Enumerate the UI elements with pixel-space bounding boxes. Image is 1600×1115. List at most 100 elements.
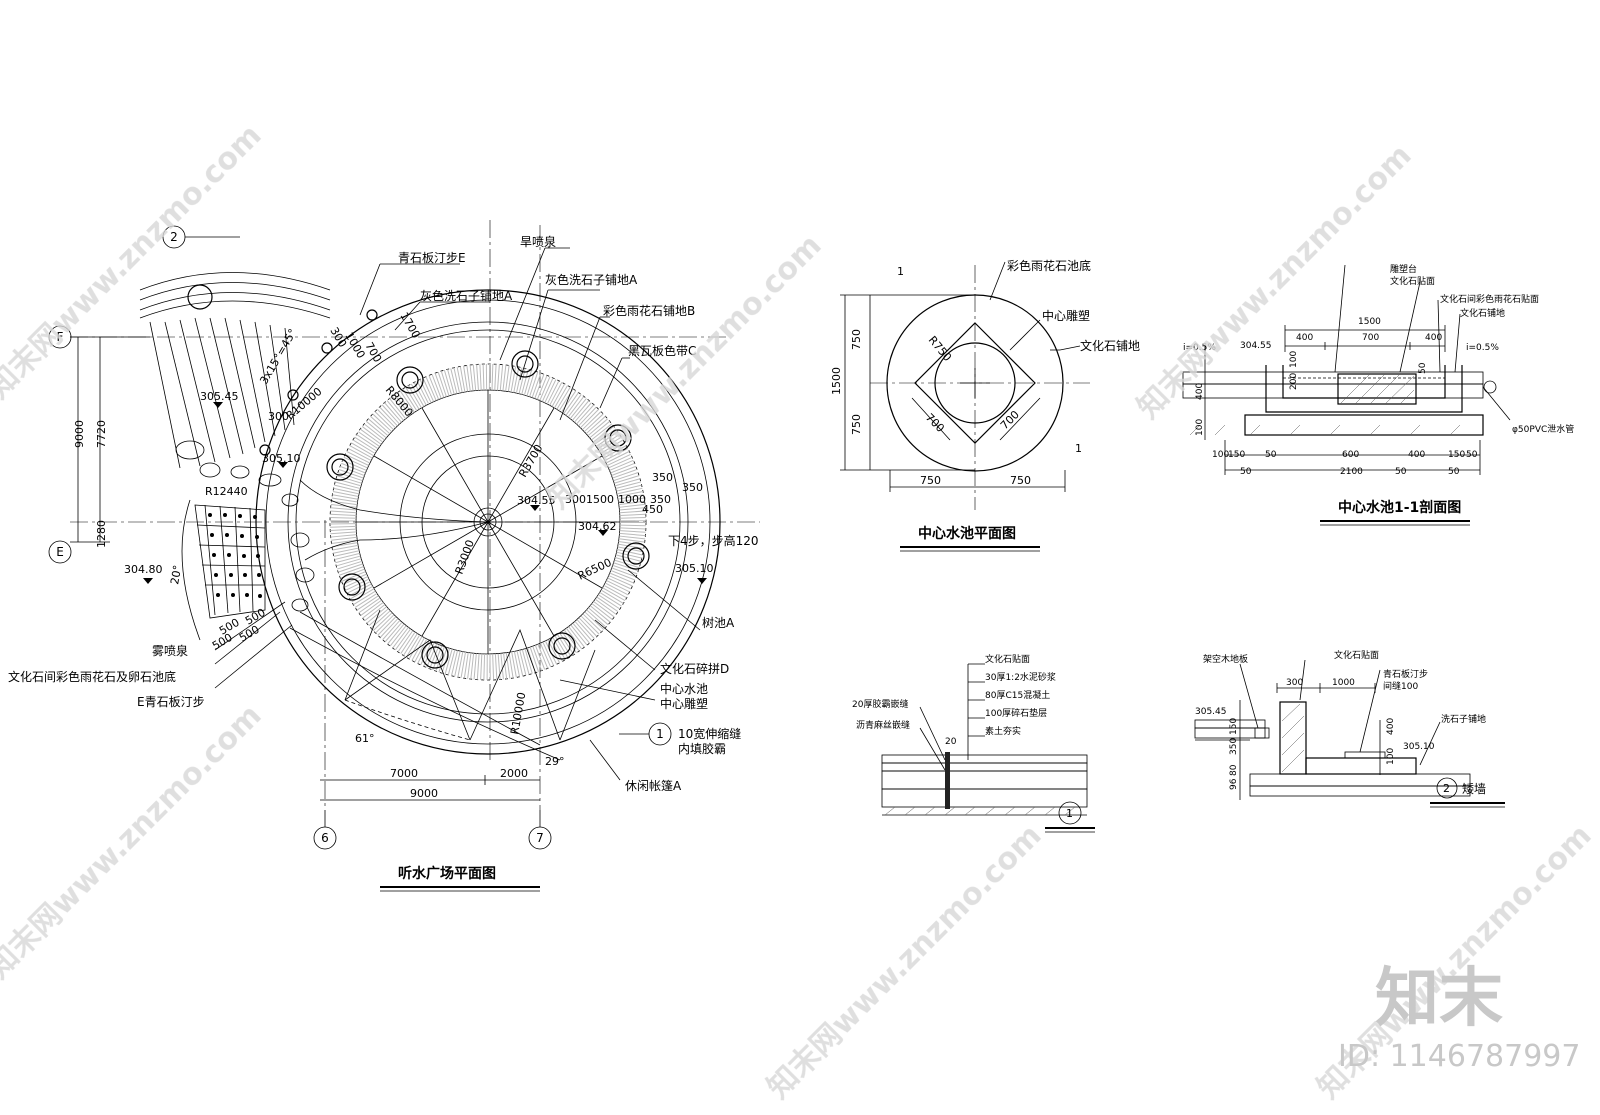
watermark-url-4: 知末网www.znzmo.com [0,698,269,986]
sec-wenhuashi-tiemian: 文化石贴面 [1390,275,1435,287]
ref-bubble-1: 1 [656,727,664,741]
sec-diaosutai: 雕塑台 [1390,263,1417,275]
label-shensuofeng-2: 内填胶霸 [678,741,726,756]
dim-9000-h: 9000 [410,787,438,800]
watermark-url-1: 知末网www.znzmo.com [0,118,269,406]
wall-d100: 100 [1386,748,1396,765]
dim-r3700: R3700 [516,442,545,479]
angle-61: 61° [355,732,375,745]
wall-jianfeng: 间缝100 [1383,680,1418,692]
pool-section: 雕塑台 文化石贴面 文化石间彩色雨花石贴面 文化石铺地 i=0.5% i=0.5… [1182,263,1574,526]
sec-b150a: 150 [1228,450,1245,460]
label-hanpenquan: 旱喷泉 [520,235,556,249]
label-qingshiban-e: 青石板汀步E [398,251,466,265]
title-pool-section: 中心水池1-1剖面图 [1338,499,1461,516]
wall-qingshiban: 青石板汀步 [1383,668,1428,680]
pool-700b: 700 [998,408,1022,432]
sec-b150b: 150 [1448,450,1465,460]
dim-r10000-b: R10000 [508,691,528,735]
sec-wenhuashi-jian: 文化石间彩色雨花石贴面 [1440,293,1539,305]
label-wenhuashi-d: 文化石碎拼D [660,661,729,676]
elev-305-10-b: 305.10 [675,562,714,575]
joint-j2: 沥青麻丝嵌缝 [856,719,910,731]
elev-304-62: 304.62 [578,520,617,533]
label-caise-yuhuashi-b: 彩色雨花石铺地B [603,303,695,318]
joint-d20: 20 [945,737,957,747]
pool-1500: 1500 [830,367,843,395]
wall-d150: 150 [1229,718,1239,735]
pool-ref-1b: 1 [1075,442,1082,455]
wall-e305-45: 305.45 [1195,707,1227,717]
pool-750b: 750 [850,414,863,435]
pool-750c: 750 [920,474,941,487]
dim-1280: 1280 [95,520,108,548]
sec-slope-b: i=0.5% [1466,343,1499,353]
wall-ref: 2 [1443,782,1450,795]
watermark-url-2: 知末网www.znzmo.com [541,228,829,516]
label-xiuxian-zhangpeng: 休闲帐篷A [625,778,682,793]
low-wall-detail: 架空木地板 文化石贴面 青石板汀步 间缝100 洗石子铺地 305.45 305… [1194,649,1505,808]
sec-d700: 700 [1362,333,1379,343]
dim-2000: 2000 [500,767,528,780]
wall-d1000: 1000 [1332,678,1355,688]
joint-detail: 文化石贴面 30厚1:2水泥砂浆 80厚C15混凝土 100厚碎石垫层 素土夯实… [852,653,1095,833]
sec-d1500: 1500 [1358,317,1381,327]
elev-304-55: 304.55 [517,494,556,507]
sec-b50a: 50 [1265,450,1277,460]
angle-20: 20° [168,564,184,585]
elev-304-80: 304.80 [124,563,163,576]
brand-watermark: 知末 [1375,962,1503,1036]
joint-ref: 1 [1066,807,1073,820]
sec-d100b: 100 [1195,419,1205,436]
sec-c50b: 50 [1395,467,1407,477]
plaza-plan: 青石板汀步E 旱喷泉 灰色洗石子铺地A 灰色洗石子铺地A 彩色雨花石铺地B 黑瓦… [8,220,760,892]
sec-slope-a: i=0.5% [1183,343,1216,353]
dim-r12440: R12440 [205,485,248,498]
sec-c2100: 2100 [1340,467,1363,477]
label-huise-xishizi-a-2: 灰色洗石子铺地A [420,289,513,303]
pool-plan: R750 700 700 750 750 1500 750 750 1 1 彩色… [830,258,1140,552]
wall-d80: 80 [1229,764,1239,776]
sec-c50c: 50 [1448,467,1460,477]
pool-wenhuashi-pudi: 文化石铺地 [1080,338,1140,353]
pool-caise-chidi: 彩色雨花石池底 [1007,258,1091,273]
title-plaza-plan: 听水广场平面图 [398,865,496,882]
axis-7: 7 [536,831,544,845]
wall-d96: 96 [1229,778,1239,790]
sec-d400c: 400 [1195,383,1205,400]
dim-r3000: R3000 [453,538,477,576]
elev-305-10-a: 305.10 [262,452,301,465]
joint-l3: 80厚C15混凝土 [985,689,1050,701]
joint-l4: 100厚碎石垫层 [985,707,1047,719]
title-pool-plan: 中心水池平面图 [918,525,1016,542]
sec-b400: 400 [1408,450,1425,460]
label-huise-xishizi-a-1: 灰色洗石子铺地A [545,273,638,287]
dim-300-b: 300 [268,410,289,423]
elev-305-45: 305.45 [200,390,239,403]
dim-9000-v: 9000 [73,420,86,448]
wall-jiakong: 架空木地板 [1203,653,1248,665]
dim-350-a: 350 [652,471,673,484]
label-shuchi-a: 树池A [702,615,735,630]
axis-f: F [57,330,64,344]
label-xia4bu: 下4步，步高120 [668,533,759,548]
sec-wenhuashi-pudi: 文化石铺地 [1460,307,1505,319]
label-heiwaban-c: 黑瓦板色带C [628,344,696,358]
label-wupenquan: 雾喷泉 [152,644,188,658]
dim-7720: 7720 [95,420,108,448]
sec-d50a: 50 [1418,362,1428,374]
dim-350-b: 350 [682,481,703,494]
label-zhongxin-shuichi: 中心水池 [660,681,708,696]
joint-l5: 素土夯实 [985,725,1021,737]
joint-l1: 文化石贴面 [985,653,1030,665]
wall-e305-10: 305.10 [1403,742,1435,752]
sec-d400b: 400 [1425,333,1442,343]
wall-d400: 400 [1386,718,1396,735]
wall-xishizi: 洗石子铺地 [1441,713,1486,725]
wall-d300: 300 [1286,678,1303,688]
wall-wenhuashi: 文化石贴面 [1334,649,1379,661]
sec-b600: 600 [1342,450,1359,460]
angle-29: 29° [545,755,565,768]
dim-1000b: 1000 [618,493,646,506]
